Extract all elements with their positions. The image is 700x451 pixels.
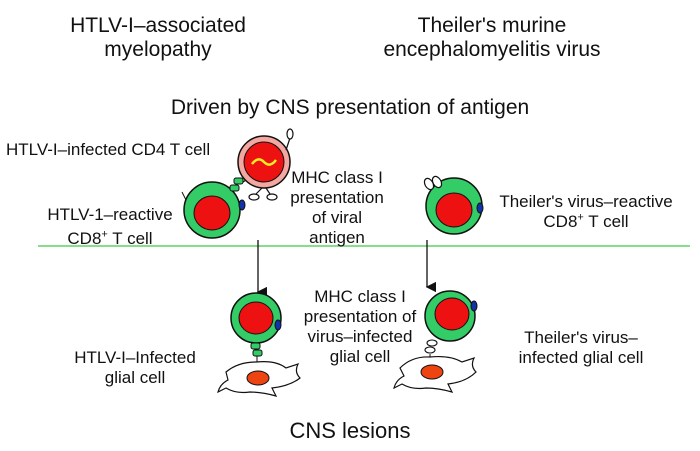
label-mhc-top-line3: of viral	[311, 208, 363, 227]
label-theiler-reactive-cd8: Theiler's virus–reactive CD8+ T cell	[486, 192, 686, 232]
label-mhc-top-line1: MHC class I	[291, 168, 383, 187]
label-theiler-reactive-line1: Theiler's virus–reactive	[499, 192, 673, 211]
label-mhc-top: MHC class I presentation of viral antige…	[282, 168, 392, 248]
label-theiler-reactive-line2: CD8+ T cell	[543, 211, 629, 231]
label-mhc-bottom-line3: virus–infected	[307, 327, 413, 346]
heading-theiler-line2: encephalomyelitis virus	[383, 38, 601, 61]
heading-htlv-line2: myelopathy	[104, 38, 212, 61]
htlv-infected-glial-cell	[217, 361, 301, 397]
label-mhc-bottom: MHC class I presentation of virus–infect…	[290, 287, 430, 367]
label-htlv-reactive-line1: HTLV-1–reactive	[47, 205, 173, 224]
label-theiler-glial-line2: infected glial cell	[518, 348, 644, 367]
htlv-reactive-cd8-t-cell	[181, 177, 246, 239]
heading-cns-lesions: CNS lesions	[289, 418, 411, 443]
heading-theiler-disease: Theiler's murine encephalomyelitis virus	[352, 14, 632, 62]
label-htlv-infected-glial: HTLV-I–Infected glial cell	[60, 348, 210, 388]
heading-htlv-disease: HTLV-I–associated myelopathy	[38, 14, 278, 62]
label-mhc-bottom-line1: MHC class I	[314, 287, 406, 306]
label-htlv-reactive-cd8: HTLV-1–reactive CD8+ T cell	[35, 205, 185, 249]
heading-htlv-line1: HTLV-I–associated	[70, 14, 246, 37]
label-htlv-glial-line2: glial cell	[104, 368, 166, 387]
heading-theiler-line1: Theiler's murine	[417, 14, 567, 37]
cns-theiler-cd8-t-cell	[424, 290, 478, 360]
label-theiler-infected-glial: Theiler's virus– infected glial cell	[496, 328, 666, 368]
cns-htlv-cd8-t-cell	[230, 292, 282, 362]
label-mhc-bottom-line2: presentation of	[303, 307, 417, 326]
label-mhc-top-line2: presentation	[290, 188, 384, 207]
theiler-infected-glial-cell	[393, 355, 477, 393]
label-mhc-top-line4: antigen	[309, 228, 365, 247]
label-htlv-infected-cd4: HTLV-I–infected CD4 T cell	[6, 140, 211, 159]
theiler-reactive-cd8-t-cell	[423, 175, 484, 235]
label-mhc-bottom-line4: glial cell	[329, 347, 391, 366]
infected-cd4-t-cell	[237, 128, 294, 201]
label-theiler-glial-line1: Theiler's virus–	[524, 328, 638, 347]
label-htlv-reactive-line2: CD8+ T cell	[67, 228, 153, 248]
heading-center: Driven by CNS presentation of antigen	[170, 96, 530, 119]
label-htlv-glial-line1: HTLV-I–Infected	[74, 348, 196, 367]
